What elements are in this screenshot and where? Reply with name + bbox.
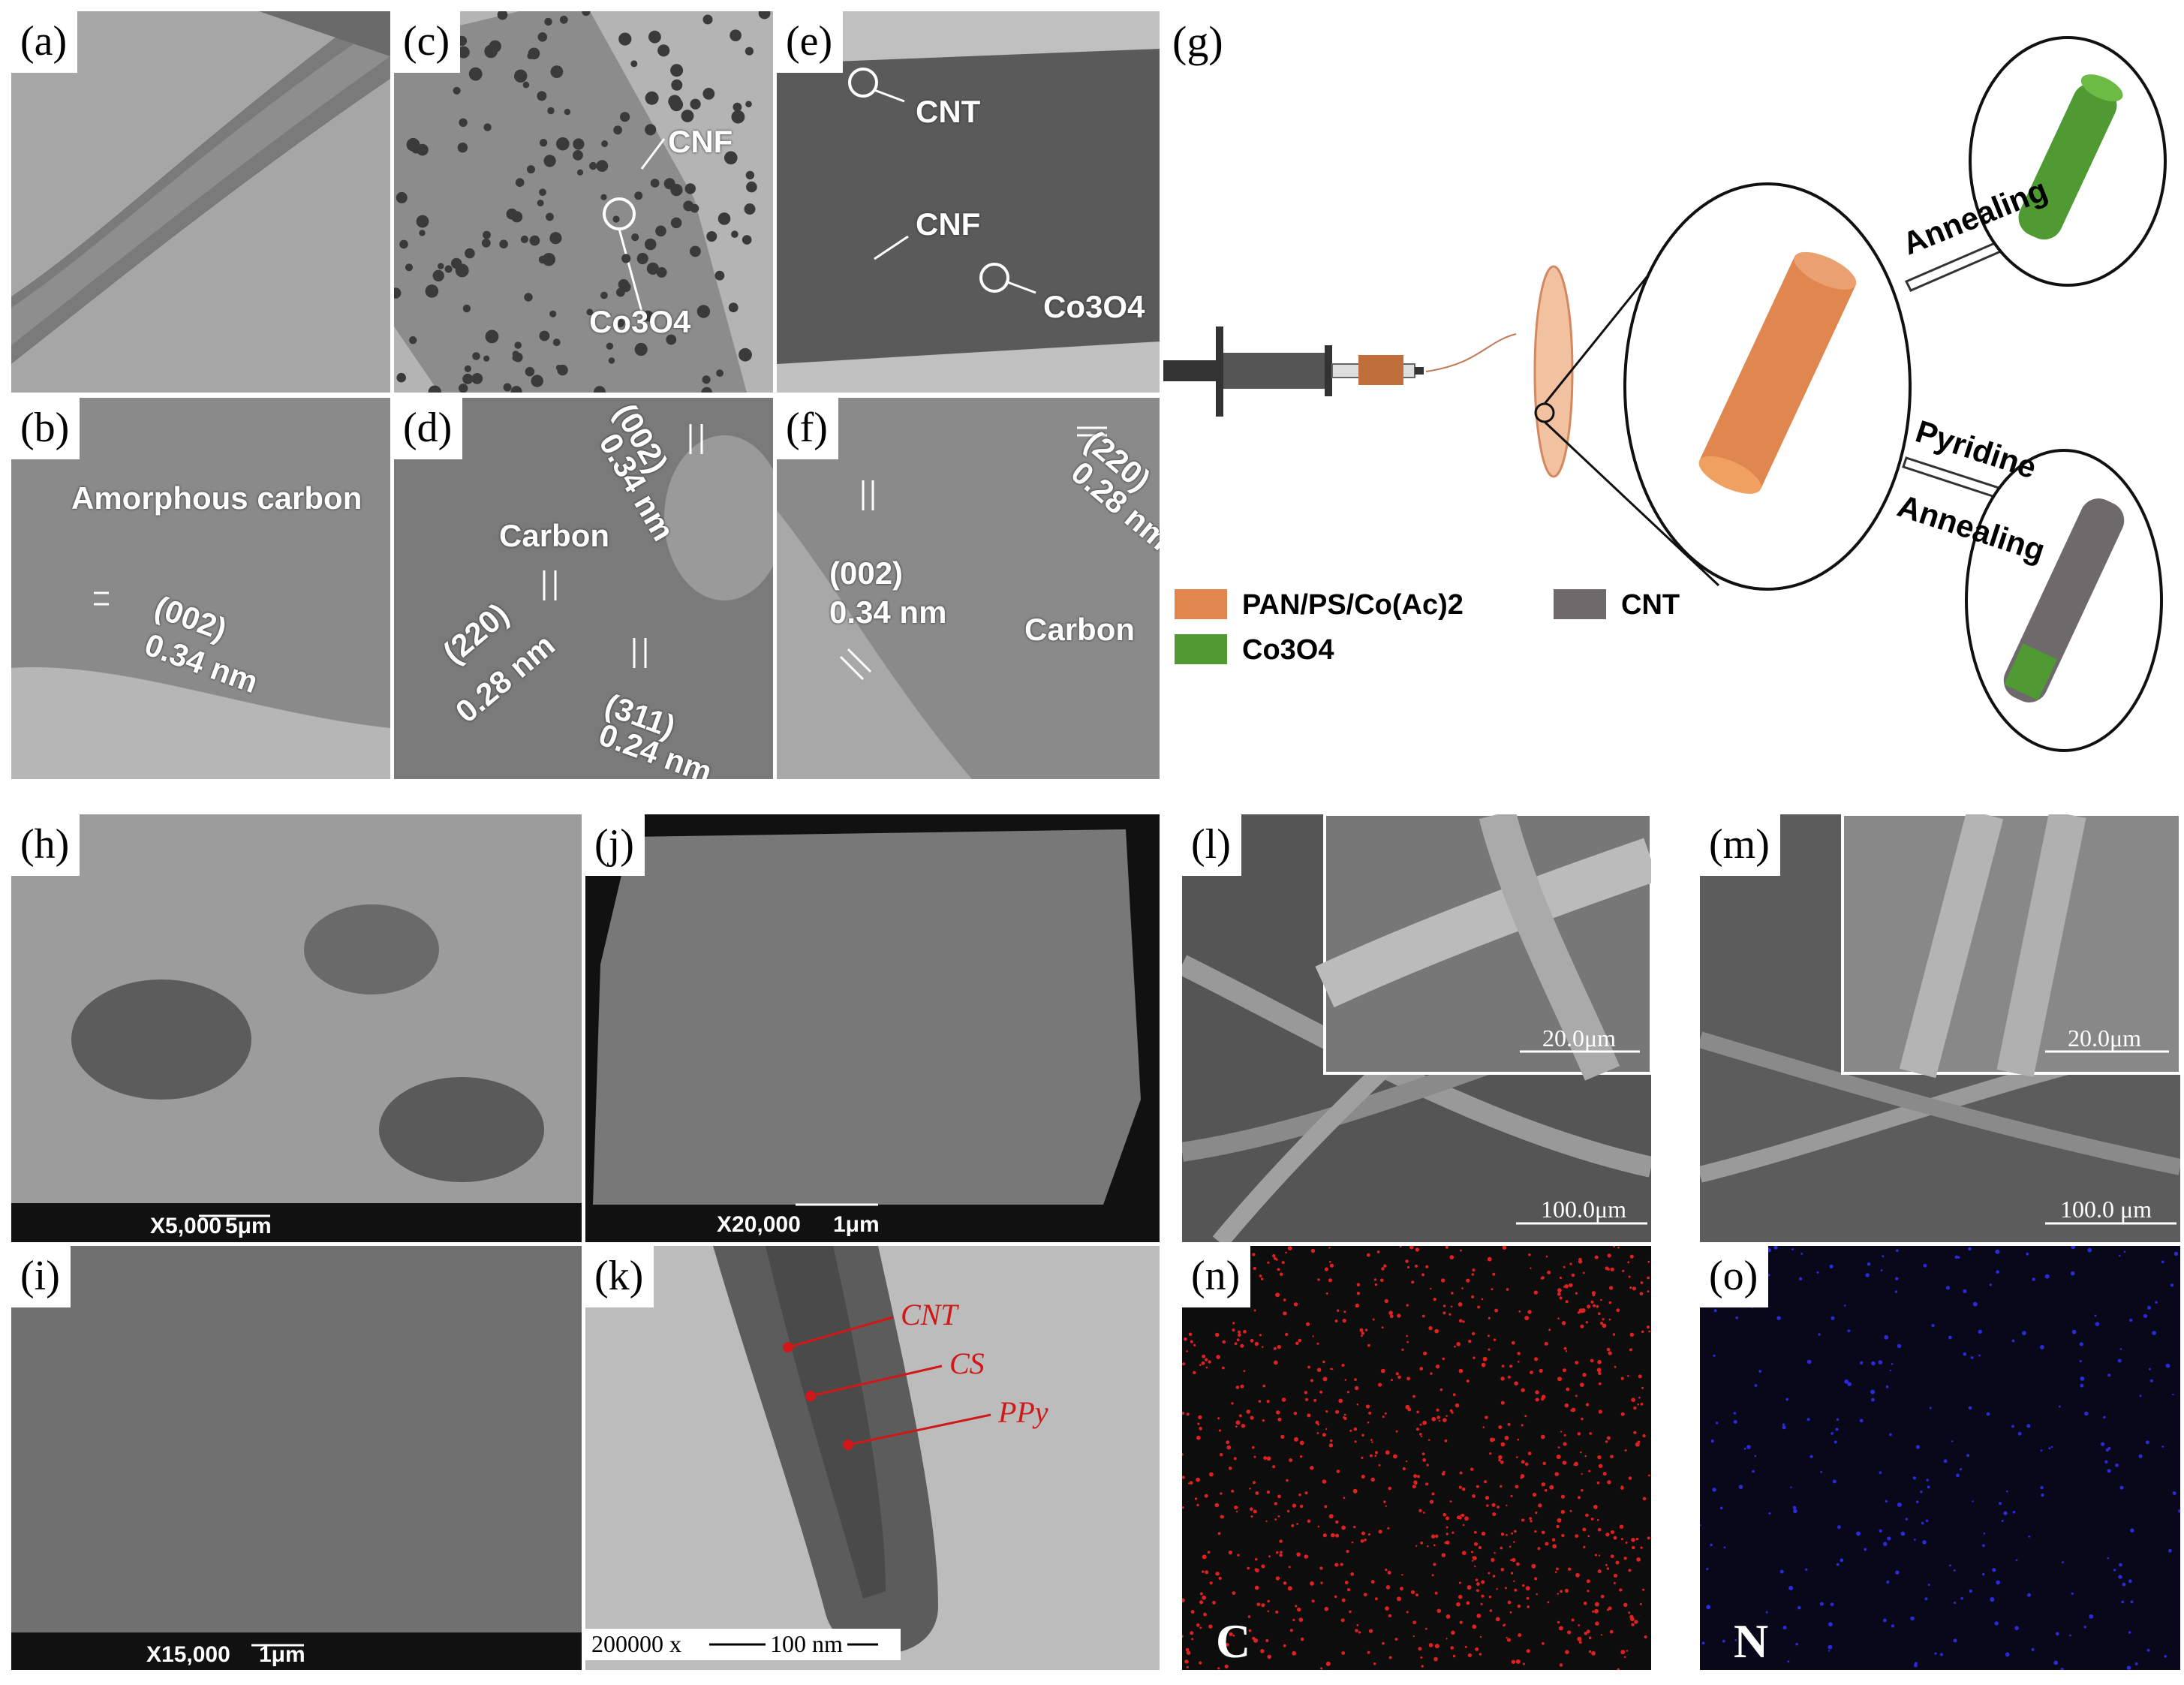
scale-bar-label: 1μm xyxy=(833,1212,880,1237)
legend-label-co3o4: Co3O4 xyxy=(1242,634,1334,666)
annotation-spacing-034: 0.34 nm xyxy=(829,594,947,630)
annotation-plane-002: (002) xyxy=(829,555,904,591)
legend-swatch-co3o4 xyxy=(1175,634,1227,664)
panel-label: (g) xyxy=(1163,11,1234,74)
annotation-co3o4: Co3O4 xyxy=(589,304,691,339)
element-label: C xyxy=(1216,1614,1251,1668)
annotation-carbon: Carbon xyxy=(1024,612,1135,647)
legend-label-cnt: CNT xyxy=(1621,589,1680,621)
annotation-ppy: PPy xyxy=(998,1395,1048,1429)
panel-label: (l) xyxy=(1182,814,1241,876)
carbon-distribution-dots xyxy=(1182,1246,1651,1670)
scale-bar-label: 5μm xyxy=(225,1214,272,1238)
panel-e-tem-image: (e) CNT CNF Co3O4 xyxy=(777,11,1160,393)
legend-swatch-cnt xyxy=(1554,589,1606,619)
panel-m-sem-image: (m) 20.0μm 100.0 μm xyxy=(1700,814,2180,1242)
magnification-label: X20,000 xyxy=(717,1212,801,1237)
annotation-amorphous-carbon: Amorphous carbon xyxy=(71,480,362,516)
panel-l-sem-image: (l) 20.0μm 100.0μm xyxy=(1182,814,1651,1242)
panel-b-hrtem-image: (b) Amorphous carbon (002) 0.34 nm xyxy=(11,398,390,779)
panel-label: (f) xyxy=(777,398,838,459)
scale-bar-label: 100.0 μm xyxy=(2060,1196,2152,1223)
annotation-cnf: CNF xyxy=(916,206,981,242)
nitrogen-distribution-dots xyxy=(1700,1246,2180,1670)
panel-label: (c) xyxy=(394,11,461,73)
panel-label: (b) xyxy=(11,398,80,459)
panel-a-tem-image: (a) xyxy=(11,11,390,393)
element-label: N xyxy=(1734,1614,1769,1668)
nanofiber-tem-drawing xyxy=(11,11,390,393)
scale-bar-label: 100.0μm xyxy=(1541,1196,1627,1223)
panel-label: (n) xyxy=(1182,1246,1251,1307)
synthesis-schematic-diagram xyxy=(1163,36,2167,752)
panel-g-schematic: (g) Annealing Pyridine Annealing PAN/PS/… xyxy=(1163,11,2180,781)
panel-k-tem-image: (k) CNT CS PPy 200000 x 100 nm xyxy=(585,1246,1160,1670)
panel-label: (o) xyxy=(1700,1246,1769,1307)
panel-label: (i) xyxy=(11,1246,71,1307)
panel-label: (h) xyxy=(11,814,80,876)
inset-scale-label: 20.0μm xyxy=(1542,1025,1617,1052)
scale-bar-label: 1μm xyxy=(259,1642,305,1667)
panel-j-sem-image: (j) X20,000 1μm xyxy=(585,814,1160,1242)
panel-c-tem-image: (c) CNF Co3O4 xyxy=(394,11,773,393)
magnification-label: 200000 x xyxy=(591,1630,681,1657)
annotation-cnt: CNT xyxy=(916,94,981,129)
annotation-co3o4: Co3O4 xyxy=(1043,289,1145,324)
annotation-cnt: CNT xyxy=(901,1298,958,1331)
panel-label: (k) xyxy=(585,1246,654,1307)
panel-d-hrtem-image: (d) (002) 0.34 nm Carbon (220) 0.28 nm (… xyxy=(394,398,773,779)
inset-scale-label: 20.0μm xyxy=(2068,1025,2142,1052)
magnification-label: X15,000 xyxy=(146,1642,230,1667)
annotation-cs: CS xyxy=(949,1346,985,1380)
panel-label: (a) xyxy=(11,11,78,73)
panel-h-sem-image: (h) X5,000 5μm xyxy=(11,814,582,1242)
panel-label: (m) xyxy=(1700,814,1780,876)
legend-swatch-pan xyxy=(1175,589,1227,619)
panel-f-hrtem-image: (f) (220) 0.28 nm (002) 0.34 nm Carbon xyxy=(777,398,1160,779)
panel-i-sem-image: (i) X15,000 1μm xyxy=(11,1246,582,1670)
annotation-cnf: CNF xyxy=(668,124,733,159)
legend-label-pan: PAN/PS/Co(Ac)2 xyxy=(1242,589,1464,621)
panel-o-eds-map-nitrogen: (o) N xyxy=(1700,1246,2180,1670)
panel-label: (j) xyxy=(585,814,645,876)
scale-bar-label: 100 nm xyxy=(766,1630,847,1658)
panel-label: (d) xyxy=(394,398,463,459)
annotation-carbon: Carbon xyxy=(499,518,609,553)
magnification-label: X5,000 xyxy=(150,1214,222,1238)
panel-label: (e) xyxy=(777,11,844,73)
panel-n-eds-map-carbon: (n) C xyxy=(1182,1246,1651,1670)
